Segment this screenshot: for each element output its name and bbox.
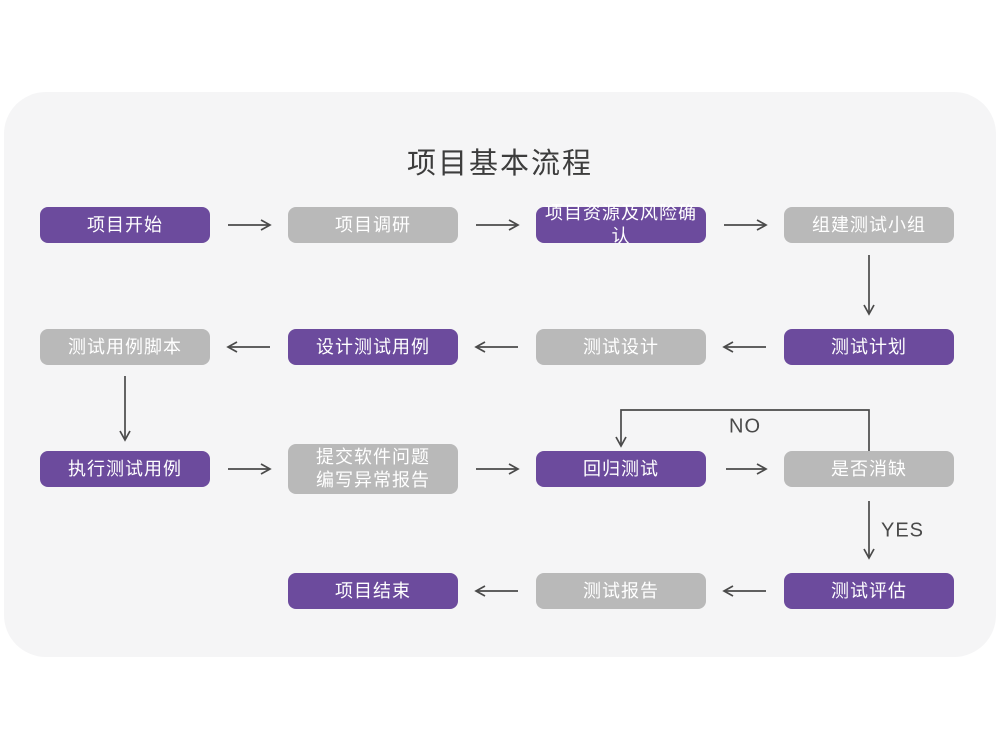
- flow-node-resource-risk: 项目资源及风险确认: [536, 203, 706, 247]
- edge-label-yes: YES: [881, 519, 925, 542]
- flow-node-test-report: 测试报告: [536, 573, 706, 609]
- flow-node-project-start: 项目开始: [40, 207, 210, 243]
- flow-node-project-research: 项目调研: [288, 207, 458, 243]
- flow-node-design-test-case: 设计测试用例: [288, 329, 458, 365]
- flow-node-regression-test: 回归测试: [536, 451, 706, 487]
- flowchart-card: [4, 92, 996, 657]
- flow-node-defect-cleared: 是否消缺: [784, 451, 954, 487]
- edge-label-no: NO: [729, 415, 761, 438]
- flow-node-test-evaluation: 测试评估: [784, 573, 954, 609]
- flow-node-execute-test-case: 执行测试用例: [40, 451, 210, 487]
- flow-node-test-case-script: 测试用例脚本: [40, 329, 210, 365]
- flow-node-test-design: 测试设计: [536, 329, 706, 365]
- flow-node-submit-issue-report: 提交软件问题 编写异常报告: [288, 444, 458, 494]
- flow-node-test-plan: 测试计划: [784, 329, 954, 365]
- flow-node-project-end: 项目结束: [288, 573, 458, 609]
- flow-node-build-test-team: 组建测试小组: [784, 207, 954, 243]
- page-title: 项目基本流程: [406, 146, 593, 180]
